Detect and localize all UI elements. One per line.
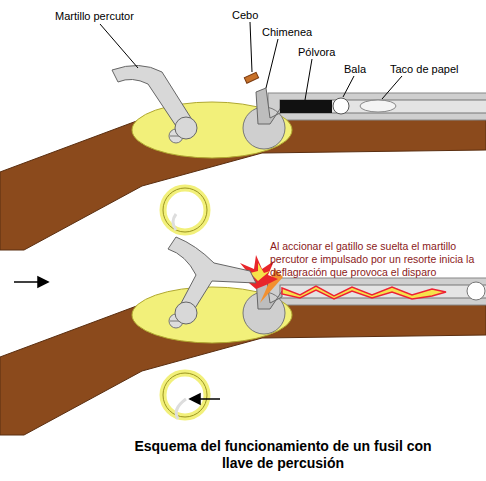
part-label: Pólvora <box>298 46 335 59</box>
rifle-ready <box>0 22 486 250</box>
part-label: Chimenea <box>262 26 312 39</box>
rifle-fired <box>0 237 486 435</box>
part-label: Cebo <box>232 9 258 22</box>
part-label: Bala <box>344 63 366 76</box>
caption: Esquema del funcionamiento de un fusil c… <box>128 438 438 472</box>
note-text: Al accionar el gatillo se suelta el mart… <box>270 240 482 279</box>
part-label: Martillo percutor <box>55 10 134 23</box>
part-label: Taco de papel <box>390 63 459 76</box>
